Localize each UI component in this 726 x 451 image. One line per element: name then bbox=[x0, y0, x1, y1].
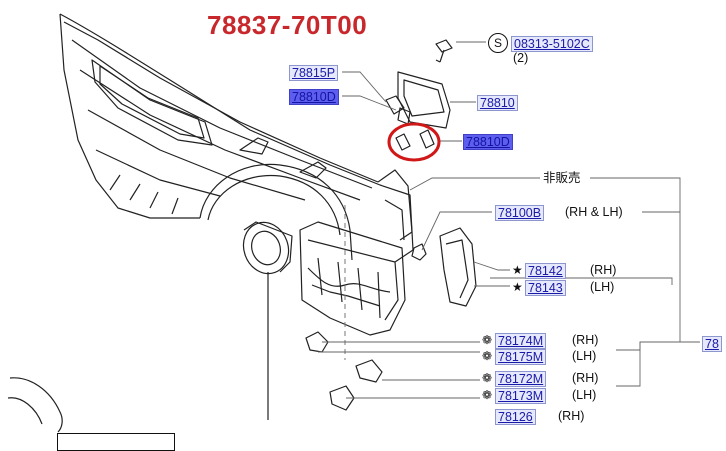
side-lh-78175M: (LH) bbox=[572, 349, 597, 363]
part-link-78143[interactable]: 78143 bbox=[525, 280, 566, 296]
part-link-78810[interactable]: 78810 bbox=[477, 95, 518, 111]
star-icon: ★ bbox=[512, 263, 523, 277]
part-link-78100B[interactable]: 78100B bbox=[495, 205, 545, 221]
side-lh-78173M: (LH) bbox=[572, 388, 597, 402]
screw-marker: S bbox=[488, 33, 508, 53]
part-link-78173M[interactable]: 78173M bbox=[495, 388, 547, 404]
part-link-08313-5102C[interactable]: 08313-5102C bbox=[511, 36, 593, 52]
bottom-frame bbox=[57, 433, 175, 451]
side-lh-78143: (LH) bbox=[590, 280, 615, 294]
part-link-78126[interactable]: 78126 bbox=[495, 409, 536, 425]
side-rh-78174M: (RH) bbox=[572, 333, 599, 347]
side-rh-78126: (RH) bbox=[558, 409, 585, 423]
diagram-title: 78837-70T00 bbox=[207, 10, 368, 40]
cross-mark-icon: ❁ bbox=[482, 388, 493, 402]
part-link-side-ref[interactable]: 78 bbox=[702, 336, 722, 352]
part-link-78810D-lower[interactable]: 78810D bbox=[463, 134, 513, 150]
side-rh-78142: (RH) bbox=[590, 263, 617, 277]
cross-mark-icon: ❁ bbox=[482, 371, 493, 385]
callout-circle bbox=[387, 122, 441, 162]
cross-mark-icon: ❁ bbox=[482, 349, 493, 363]
part-link-78172M[interactable]: 78172M bbox=[495, 371, 547, 387]
not-for-sale-label: 非販売 bbox=[543, 170, 581, 185]
side-rh-lh: (RH & LH) bbox=[565, 205, 623, 219]
screw-quantity: (2) bbox=[513, 51, 529, 65]
star-icon: ★ bbox=[512, 280, 523, 294]
cross-mark-icon: ❁ bbox=[482, 333, 493, 347]
inner-panel bbox=[299, 221, 406, 336]
part-link-78815P[interactable]: 78815P bbox=[289, 65, 339, 81]
part-link-78175M[interactable]: 78175M bbox=[495, 349, 547, 365]
quarter-panel-outline bbox=[59, 13, 414, 263]
part-link-78142[interactable]: 78142 bbox=[525, 263, 566, 279]
part-link-78174M[interactable]: 78174M bbox=[495, 333, 547, 349]
part-link-78810D-upper[interactable]: 78810D bbox=[289, 89, 339, 105]
wheel-arch bbox=[199, 163, 353, 261]
side-rh-78172M: (RH) bbox=[572, 371, 599, 385]
round-grommet bbox=[242, 221, 290, 275]
